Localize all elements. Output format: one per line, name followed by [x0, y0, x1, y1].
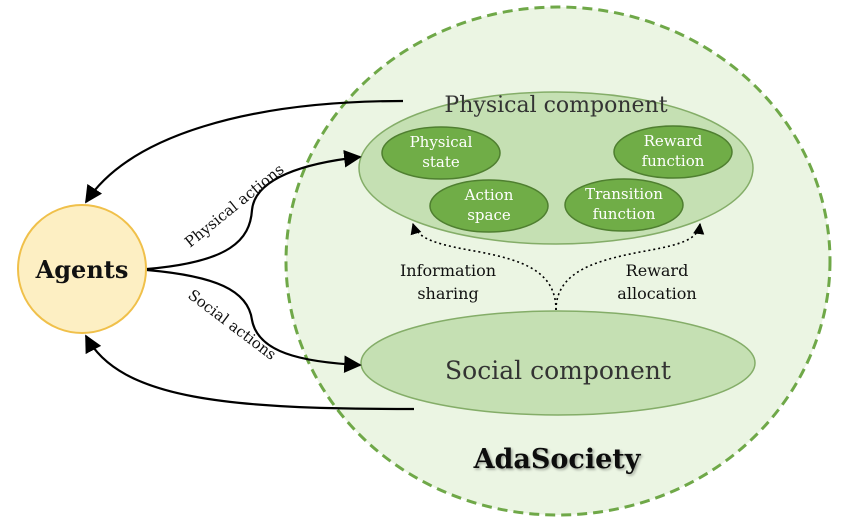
physical-state-node: Physical state [381, 126, 501, 180]
physical-component-title: Physical component [444, 93, 667, 118]
reward-function-node: Reward function [613, 125, 733, 179]
social-to-agents-arrow [85, 334, 415, 411]
physical-state-label-line1: Physical [410, 133, 473, 151]
physical-state-label-line2: state [422, 153, 460, 171]
physical-actions-label: Physical actions [181, 160, 287, 251]
action-space-node: Action space [429, 179, 549, 233]
transition-function-label-line1: Transition [585, 185, 663, 203]
transition-function-label-line2: function [593, 205, 656, 223]
action-space-label-line1: Action [464, 186, 514, 204]
information-sharing-label-line1: Information [400, 261, 496, 280]
adasociety-label: AdaSociety [473, 444, 642, 475]
reward-allocation-arrow [555, 222, 705, 311]
physical-actions-arrow [146, 149, 362, 271]
reward-function-label-line2: function [642, 152, 705, 170]
physical-to-agents-arrow [85, 99, 404, 204]
reward-allocation-label-line1: Reward [626, 261, 689, 280]
agents-label: Agents [35, 255, 129, 284]
action-space-label-line2: space [467, 206, 511, 224]
transition-function-node: Transition function [564, 178, 684, 232]
adasociety-boundary [284, 5, 832, 517]
social-actions-arrow [146, 268, 362, 373]
information-sharing-arrow [410, 222, 557, 311]
social-actions-label: Social actions [185, 286, 280, 364]
social-component-title: Social component [445, 356, 671, 385]
reward-allocation-label-line2: allocation [617, 284, 696, 303]
agents-node [17, 204, 147, 334]
information-sharing-label-line2: sharing [417, 284, 478, 303]
reward-function-label-line1: Reward [644, 132, 703, 150]
